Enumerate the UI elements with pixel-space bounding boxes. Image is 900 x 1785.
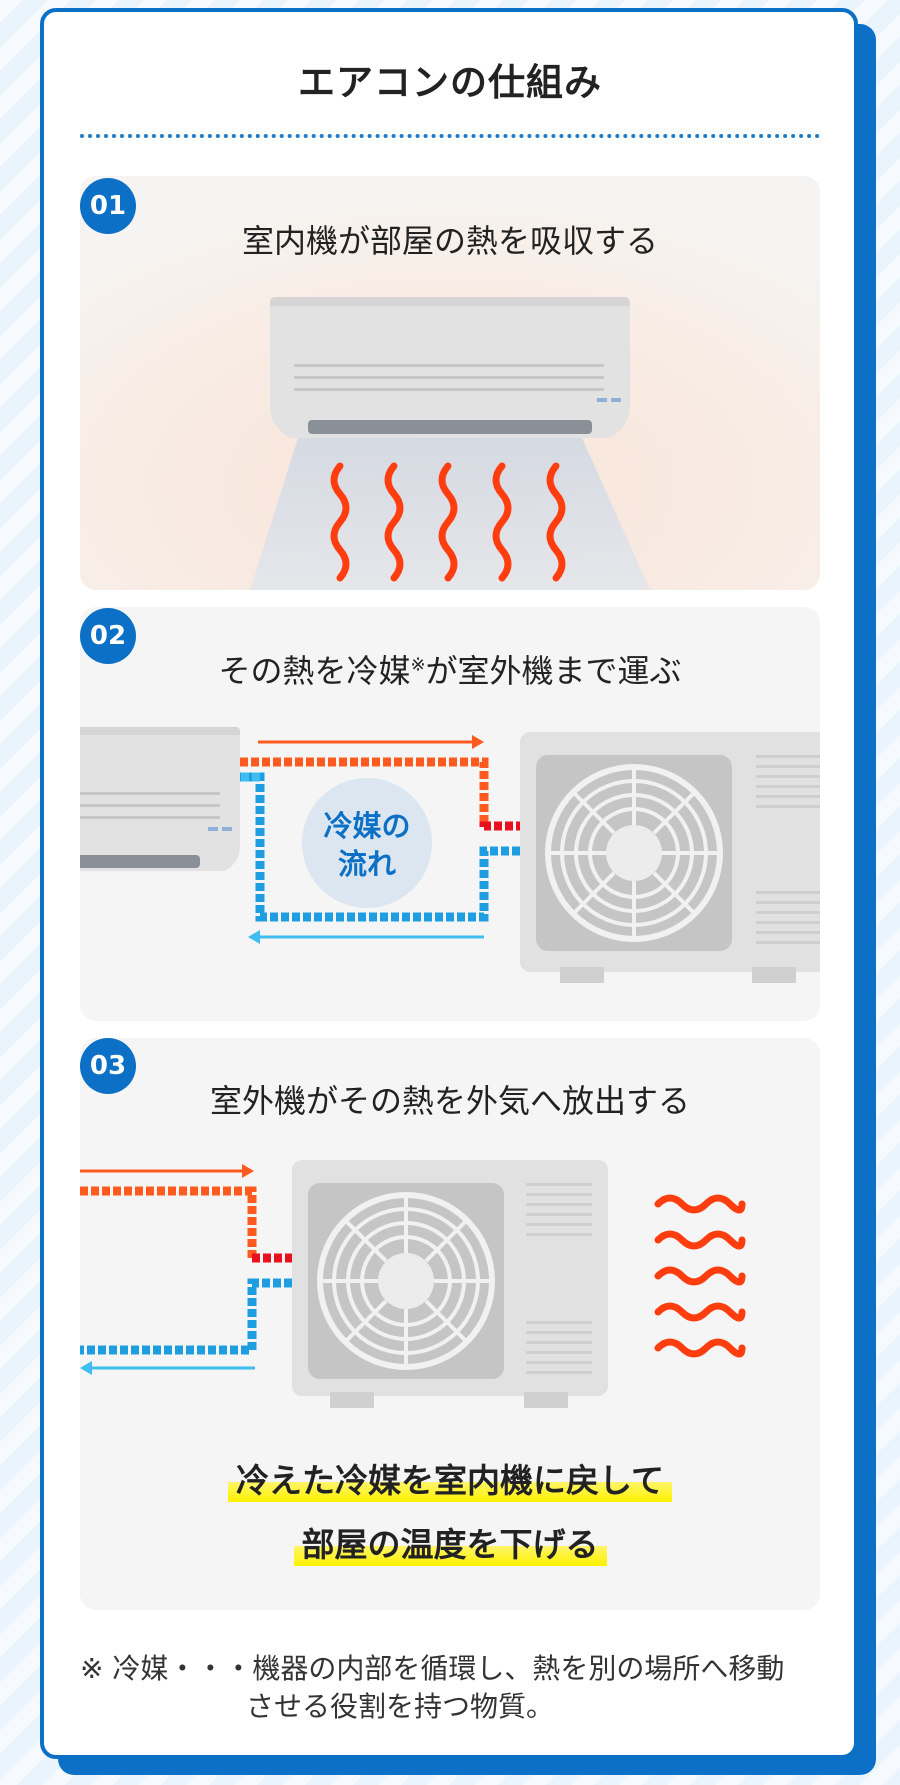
flow-arrow-icon bbox=[80, 1164, 254, 1178]
step-02-illustration bbox=[80, 727, 820, 983]
footnote-line-1: ※ 冷媒・・・機器の内部を循環し、熱を別の場所へ移動 bbox=[80, 1652, 785, 1685]
step-01-badge: 01 bbox=[80, 178, 136, 234]
step-01-title: 室内機が部屋の熱を吸収する bbox=[241, 222, 658, 260]
conclusion-line-2: 部屋の温度を下げる bbox=[80, 1518, 820, 1566]
step-02-title: その熱を冷媒※が室外機まで運ぶ bbox=[218, 652, 682, 690]
step-02-badge: 02 bbox=[80, 608, 136, 664]
indoor-unit-icon bbox=[80, 727, 240, 871]
flow-arrow-icon bbox=[248, 930, 484, 944]
heat-wave-icon bbox=[654, 1194, 746, 1358]
outdoor-unit-icon bbox=[520, 732, 820, 983]
title-divider bbox=[80, 134, 820, 138]
heat-wave-icon bbox=[330, 462, 566, 582]
cool-pipe bbox=[80, 1278, 292, 1355]
page-title: エアコンの仕組み bbox=[298, 61, 602, 104]
footnote: ※ 冷媒・・・機器の内部を循環し、熱を別の場所へ移動 させる役割を持つ物質。 bbox=[80, 1650, 840, 1726]
flow-arrow-icon bbox=[258, 735, 484, 749]
indoor-unit-icon bbox=[270, 297, 630, 438]
step-03-panel bbox=[80, 1038, 820, 1610]
step-01-illustration bbox=[80, 176, 820, 590]
hot-pipe bbox=[240, 757, 520, 831]
refrigerant-flow-circle bbox=[302, 778, 432, 908]
cool-pipe bbox=[240, 772, 520, 922]
hot-pipe bbox=[80, 1186, 257, 1258]
conclusion-line-1: 冷えた冷媒を室内機に戻して bbox=[80, 1454, 820, 1502]
flow-arrow-icon bbox=[80, 1361, 255, 1375]
step-01-panel bbox=[80, 176, 820, 590]
outdoor-unit-icon bbox=[292, 1160, 608, 1408]
step-03-badge: 03 bbox=[80, 1038, 136, 1094]
step-02-panel: 冷媒の 流れ bbox=[80, 607, 820, 1021]
refrigerant-flow-label: 冷媒の 流れ bbox=[323, 809, 411, 881]
step-03-title: 室外機がその熱を外気へ放出する bbox=[209, 1082, 690, 1120]
footnote-line-2: させる役割を持つ物質。 bbox=[246, 1690, 555, 1723]
step-03-illustration bbox=[80, 1160, 746, 1408]
